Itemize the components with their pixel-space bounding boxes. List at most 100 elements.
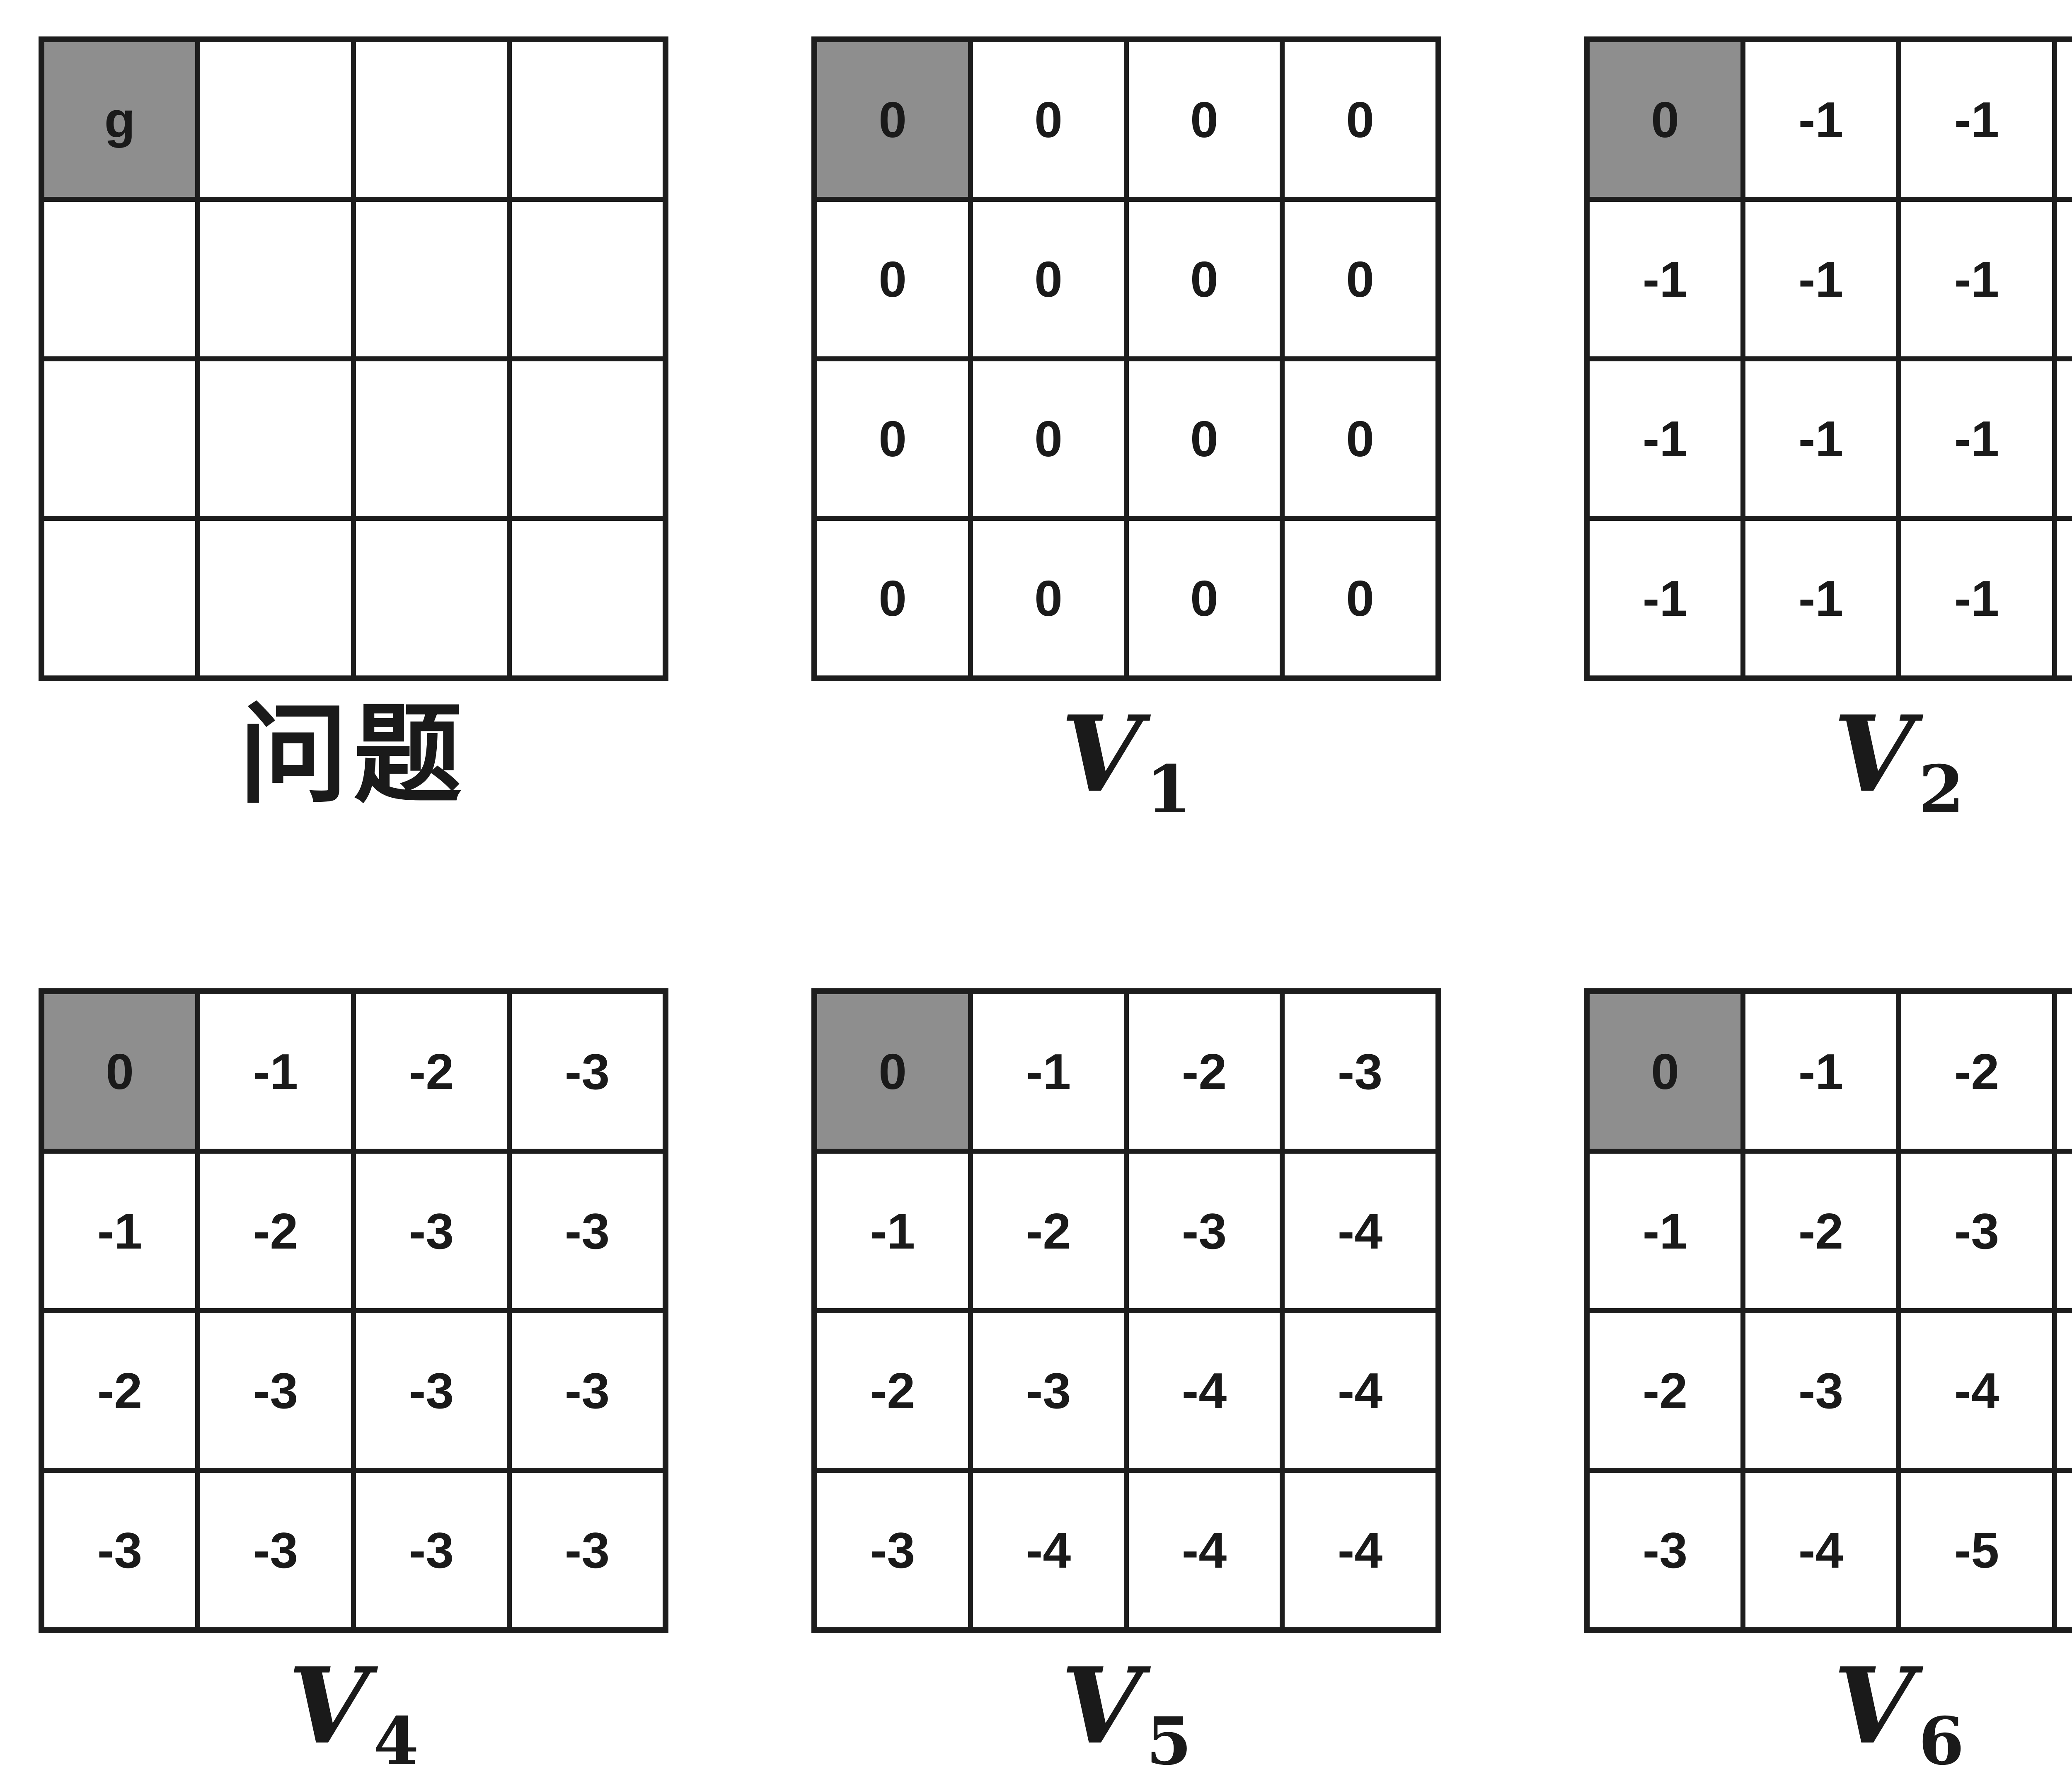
label-v-subscript: 6 — [1918, 1703, 1964, 1774]
grid-cell: -2 — [1899, 992, 2055, 1151]
grid-cell: -3 — [353, 1470, 509, 1630]
label-v-subscript: 1 — [1146, 751, 1192, 828]
grid-cell: 0 — [1282, 199, 1438, 359]
grid-cell — [42, 518, 198, 678]
grid-cell: -5 — [2055, 1311, 2072, 1470]
figure-problem: g 问题 — [39, 36, 668, 820]
goal-cell: 0 — [1587, 992, 1743, 1151]
goal-cell: 0 — [815, 992, 971, 1151]
figure-v4: 0-1-2-3-1-2-3-3-2-3-3-3-3-3-3-3 V4 — [39, 988, 668, 1774]
grid-cell: -1 — [2055, 518, 2072, 678]
label-v-symbol: V — [288, 1645, 369, 1767]
grid-cell — [353, 359, 509, 518]
grid-cell: -1 — [1587, 518, 1743, 678]
grid-cell: 0 — [971, 518, 1126, 678]
grid-cell: -1 — [2055, 359, 2072, 518]
grid-cell: -1 — [1899, 40, 2055, 199]
figure-label-problem: 问题 — [239, 690, 468, 818]
grid-cell: -4 — [971, 1470, 1126, 1630]
grid-cell: -1 — [1899, 359, 2055, 518]
goal-cell: 0 — [1587, 40, 1743, 199]
label-v-symbol: V — [1061, 1645, 1142, 1767]
grid-cell: -1 — [198, 992, 353, 1151]
grid-cell: -4 — [1282, 1151, 1438, 1311]
goal-cell: 0 — [815, 40, 971, 199]
grid-cell: -1 — [1743, 359, 1899, 518]
goal-cell: 0 — [42, 992, 198, 1151]
grid-cell: -3 — [815, 1470, 971, 1630]
grid-cell: -2 — [42, 1311, 198, 1470]
grid-cell — [353, 199, 509, 359]
grid-cell — [198, 518, 353, 678]
grid-cell: 0 — [815, 199, 971, 359]
grid-cell — [509, 40, 665, 199]
grid-cell: 0 — [971, 40, 1126, 199]
figure-label-v1: V1 — [811, 688, 1441, 856]
grid-cell: -4 — [1282, 1311, 1438, 1470]
gridworld-v2: 0-1-1-1-1-1-1-1-1-1-1-1-1-1-1-1 — [1584, 36, 2072, 681]
grid-cell: -3 — [509, 1470, 665, 1630]
grid-cell: -4 — [1899, 1311, 2055, 1470]
grid-cell: 0 — [1282, 359, 1438, 518]
gridworld-v6: 0-1-2-3-1-2-3-4-2-3-4-5-3-4-5-5 — [1584, 988, 2072, 1633]
grid-cell — [198, 40, 353, 199]
grid-cell: 0 — [1282, 518, 1438, 678]
grid-cell: -3 — [1126, 1151, 1282, 1311]
grid-cell: -2 — [198, 1151, 353, 1311]
grid-cell — [509, 359, 665, 518]
label-v-subscript: 2 — [1918, 751, 1964, 828]
grid-cell — [353, 518, 509, 678]
grid-cell: -3 — [198, 1311, 353, 1470]
figure-v6: 0-1-2-3-1-2-3-4-2-3-4-5-3-4-5-5 V6 — [1584, 988, 2072, 1774]
grid-cell: 0 — [971, 199, 1126, 359]
grid-cell: -1 — [1743, 992, 1899, 1151]
grid-cell: 0 — [1126, 359, 1282, 518]
grid-cell: -2 — [971, 1151, 1126, 1311]
grid-cell: -1 — [2055, 199, 2072, 359]
grid-cell: -3 — [353, 1151, 509, 1311]
grid-cell: -5 — [1899, 1470, 2055, 1630]
grid-cell — [198, 199, 353, 359]
label-v-symbol: V — [1061, 693, 1142, 816]
grid-cell: 0 — [971, 359, 1126, 518]
grid-cell: -2 — [815, 1311, 971, 1470]
figure-v5: 0-1-2-3-1-2-3-4-2-3-4-4-3-4-4-4 V5 — [811, 988, 1441, 1774]
grid-cell: -3 — [198, 1470, 353, 1630]
grid-cell: -1 — [1743, 40, 1899, 199]
grid-cell — [42, 359, 198, 518]
label-v-subscript: 5 — [1146, 1703, 1192, 1774]
grid-cell: -3 — [1899, 1151, 2055, 1311]
gridworld-v4: 0-1-2-3-1-2-3-3-2-3-3-3-3-3-3-3 — [39, 988, 668, 1633]
grid-cell: 0 — [1126, 199, 1282, 359]
grid-cell: 0 — [1126, 518, 1282, 678]
grid-cell: -5 — [2055, 1470, 2072, 1630]
grid-cell: -1 — [1743, 518, 1899, 678]
grid-cell: -3 — [42, 1470, 198, 1630]
figure-label-v6: V6 — [1584, 1640, 2072, 1774]
grid-cell: -1 — [1587, 359, 1743, 518]
grid-cell: -3 — [353, 1311, 509, 1470]
grid-cell: -3 — [509, 1311, 665, 1470]
figure-label-v4: V4 — [39, 1640, 668, 1774]
grid-cell: -4 — [2055, 1151, 2072, 1311]
grid-cell: -2 — [353, 992, 509, 1151]
grid-cell: -4 — [1126, 1311, 1282, 1470]
grid-cell: -3 — [971, 1311, 1126, 1470]
grid-cell: -1 — [1587, 199, 1743, 359]
grid-cell — [509, 199, 665, 359]
grid-cell: -3 — [1587, 1470, 1743, 1630]
grid-cell: -3 — [1282, 992, 1438, 1151]
gridworld-problem: g — [39, 36, 668, 681]
grid-cell: -1 — [1899, 199, 2055, 359]
gridworld-v5: 0-1-2-3-1-2-3-4-2-3-4-4-3-4-4-4 — [811, 988, 1441, 1633]
grid-cell: 0 — [815, 359, 971, 518]
figure-v2: 0-1-1-1-1-1-1-1-1-1-1-1-1-1-1-1 V2 — [1584, 36, 2072, 856]
grid-cell — [509, 518, 665, 678]
grid-cell: -1 — [1743, 199, 1899, 359]
grid-cell: -3 — [509, 992, 665, 1151]
grid-cell: -3 — [2055, 992, 2072, 1151]
grid-cell: -2 — [1587, 1311, 1743, 1470]
label-v-subscript: 4 — [373, 1703, 419, 1774]
